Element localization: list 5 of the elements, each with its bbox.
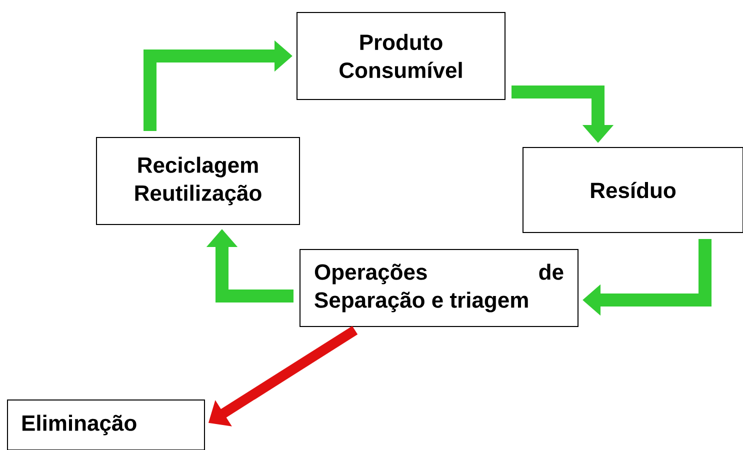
- process-box: Operações de Separação e triagem: [300, 249, 578, 327]
- process-box: Resíduo: [522, 147, 743, 233]
- process-box: Eliminação: [7, 400, 205, 450]
- process-box: Produto Consumível: [296, 12, 506, 100]
- process-box: Reciclagem Reutilização: [96, 137, 300, 225]
